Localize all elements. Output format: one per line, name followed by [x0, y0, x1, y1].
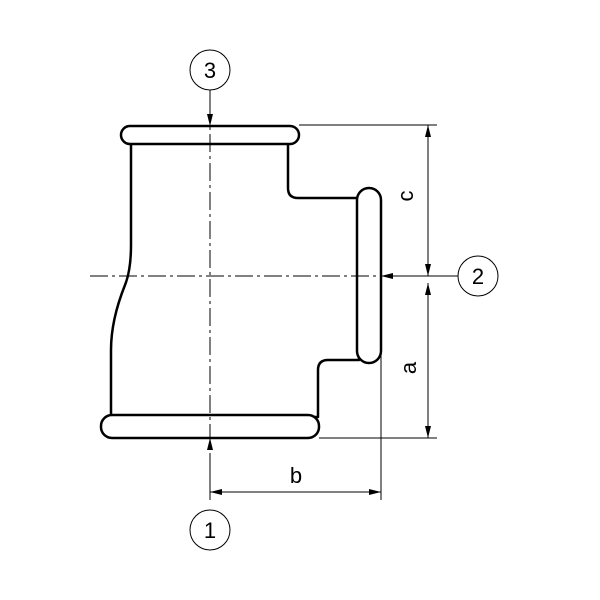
port2-label: 2: [472, 264, 484, 289]
dimension-b-arrow-right: [369, 489, 381, 495]
port1-label: 1: [204, 518, 216, 543]
port2-arrow: [381, 273, 393, 279]
port2-bubble: [457, 255, 499, 297]
dimension-a-label: a: [396, 361, 421, 374]
port1-bubble: [189, 509, 231, 551]
port1-arrow: [207, 438, 213, 450]
dimension-c-arrow-bottom: [425, 264, 431, 276]
dimension-c-label: c: [393, 191, 418, 202]
port3-label: 3: [204, 58, 216, 83]
dimension-b-label: b: [290, 463, 302, 488]
dimension-c-arrow-top: [425, 125, 431, 137]
port3-arrow: [207, 114, 213, 126]
tee-body-outline: [109, 139, 361, 419]
dimension-a-arrow-top: [425, 283, 431, 295]
port3-bubble: [189, 49, 231, 91]
dimension-b-arrow-left: [210, 489, 222, 495]
dimension-a-arrow-bottom: [425, 426, 431, 438]
